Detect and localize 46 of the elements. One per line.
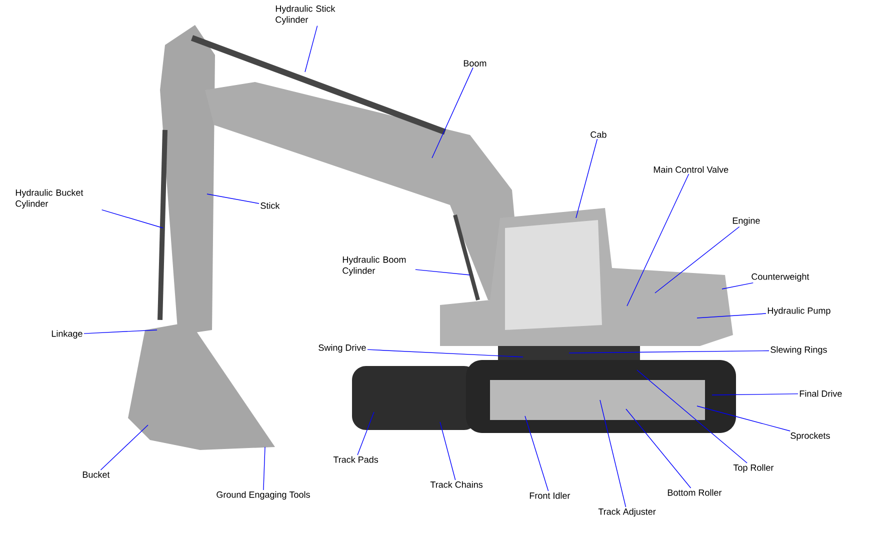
part-label: Track Pads bbox=[333, 456, 378, 463]
part-label: Final Drive bbox=[800, 390, 842, 397]
leader-line bbox=[263, 446, 266, 490]
leader-line bbox=[712, 393, 798, 396]
leader-line bbox=[600, 400, 626, 508]
leader-line bbox=[696, 313, 766, 318]
part-label: Stick bbox=[260, 202, 280, 209]
part-label: Hydraulic Bucket Cylinder bbox=[16, 189, 84, 209]
leader-line bbox=[357, 412, 374, 456]
leader-line bbox=[568, 350, 770, 354]
part-label: Hydraulic Pump bbox=[768, 307, 830, 316]
part-label: Hydraulic Stick Cylinder bbox=[276, 5, 336, 25]
part-label: Hydraulic Boom Cylinder bbox=[342, 256, 406, 276]
part-label: Counterweight bbox=[752, 273, 810, 282]
leader-line bbox=[636, 370, 748, 464]
part-label: Top Roller bbox=[733, 464, 774, 473]
leader-line bbox=[206, 194, 260, 204]
leader-line bbox=[654, 226, 740, 294]
part-label: Slewing Rings bbox=[770, 346, 827, 355]
part-label: Engine bbox=[732, 217, 760, 226]
leader-line bbox=[440, 422, 456, 480]
leader-line bbox=[304, 25, 318, 72]
leader-line bbox=[100, 424, 148, 470]
leader-line bbox=[722, 282, 754, 290]
part-label: Track Adjuster bbox=[598, 508, 656, 517]
leader-line bbox=[367, 349, 524, 358]
leader-line bbox=[524, 416, 549, 492]
part-label: Bucket bbox=[82, 471, 110, 478]
part-label: Main Control Valve bbox=[654, 166, 728, 173]
part-label: Sprockets bbox=[790, 432, 830, 441]
leader-line bbox=[101, 209, 164, 228]
leader-line bbox=[626, 408, 692, 488]
part-label: Front Idler bbox=[530, 492, 570, 499]
part-label: Boom bbox=[464, 60, 486, 66]
leader-line bbox=[415, 269, 470, 276]
leader-line bbox=[696, 406, 790, 432]
part-label: Track Chains bbox=[430, 481, 483, 488]
part-label: Bottom Roller bbox=[668, 489, 722, 496]
leader-line bbox=[576, 138, 598, 218]
part-label: Linkage bbox=[52, 330, 82, 339]
leader-line bbox=[84, 330, 158, 334]
part-label: Cab bbox=[590, 131, 606, 138]
part-label: Swing Drive bbox=[318, 344, 366, 353]
leader-line bbox=[626, 174, 690, 306]
part-label: Ground Engaging Tools bbox=[216, 491, 310, 500]
leader-line bbox=[432, 67, 474, 158]
